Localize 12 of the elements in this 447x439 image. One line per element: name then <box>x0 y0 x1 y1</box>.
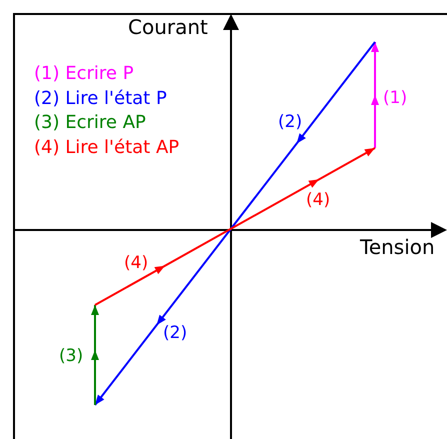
legend-entry: (1) Ecrire P <box>34 64 134 84</box>
curve-label: (1) <box>383 88 408 108</box>
legend-entry: (4) Lire l'état AP <box>34 138 180 158</box>
legend-entry: (2) Lire l'état P <box>34 88 167 108</box>
curve-label: (2) <box>278 112 302 132</box>
curve-label: (4) <box>124 253 148 273</box>
curve-label: (4) <box>306 190 330 210</box>
curve-label: (3) <box>59 346 84 366</box>
curve-label: (2) <box>163 323 188 343</box>
legend-entry: (3) Ecrire AP <box>34 113 146 133</box>
axis-label: Tension <box>360 237 435 257</box>
axis-label: Courant <box>128 17 208 37</box>
